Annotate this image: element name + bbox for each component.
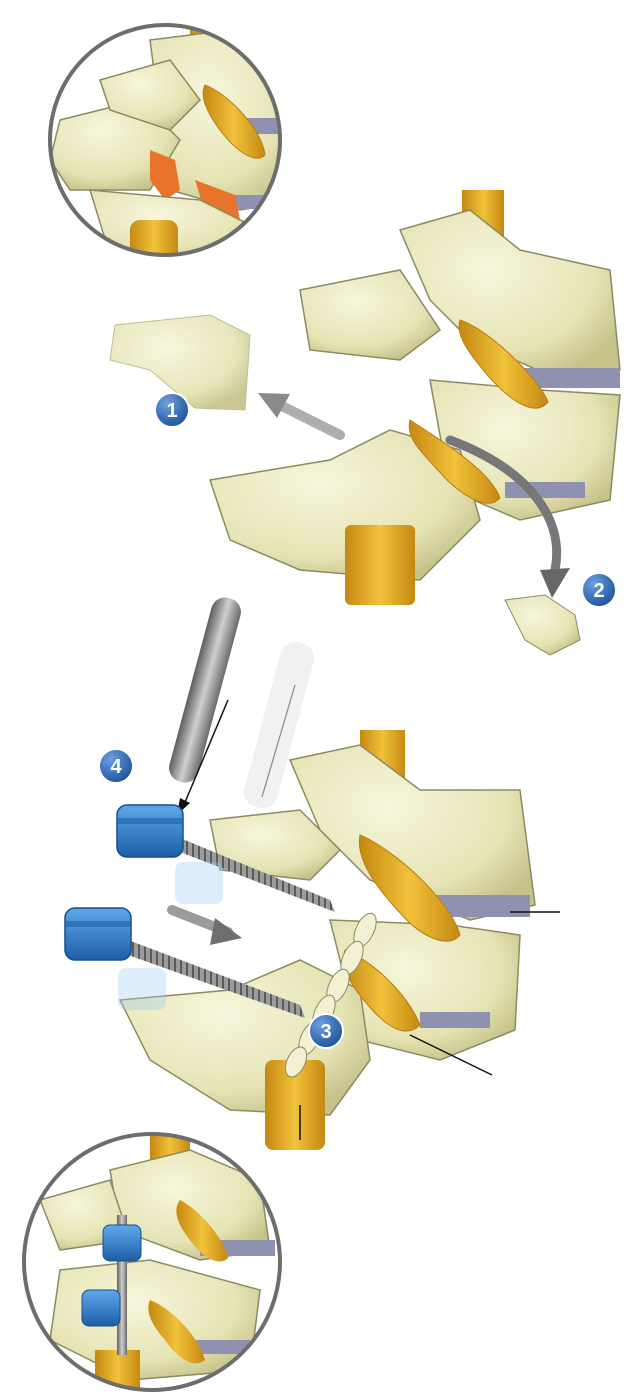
arrow-removal-1 <box>258 393 340 435</box>
step-badge-2-label: 2 <box>593 580 604 602</box>
step-badge-3: 3 <box>309 1014 343 1048</box>
step-badge-2: 2 <box>582 573 616 607</box>
inset-circle-bottom <box>24 1130 280 1397</box>
screw-cap-ghost <box>118 968 166 1010</box>
inset-circle-top <box>50 0 310 280</box>
step-badge-4-label: 4 <box>110 756 122 778</box>
step-badge-1: 1 <box>155 393 189 427</box>
fusion-rod <box>166 594 244 785</box>
removed-fragment <box>505 595 580 655</box>
step-badge-4: 4 <box>99 749 133 783</box>
step-badge-1-label: 1 <box>166 400 177 422</box>
step-badge-3-label: 3 <box>320 1021 331 1043</box>
arrow-graft-in <box>172 910 242 945</box>
spine-fusion-view <box>120 730 535 1150</box>
screw-cap-ghost <box>175 862 223 904</box>
